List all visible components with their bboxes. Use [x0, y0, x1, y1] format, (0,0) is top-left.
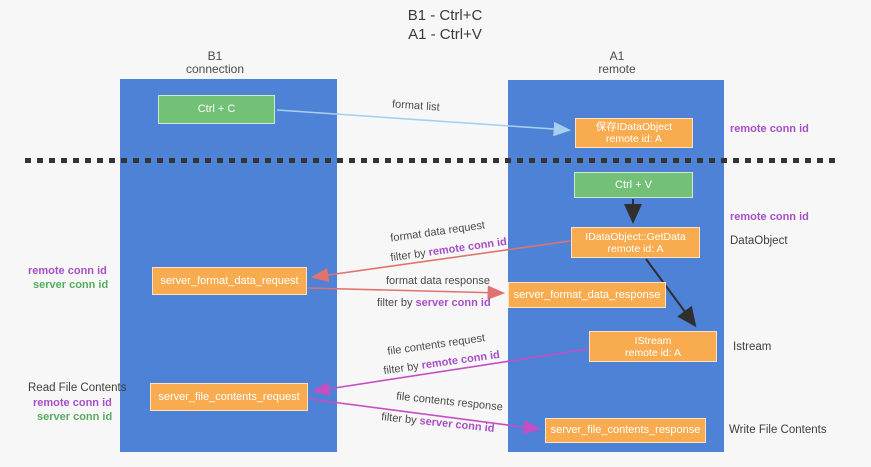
server-format-data-response-label: server_format_data_response	[513, 288, 661, 301]
istream-line2: remote id: A	[624, 346, 682, 359]
diagram-title-line2: A1 - Ctrl+V	[408, 26, 482, 43]
istream-box: IStream remote id: A	[589, 331, 717, 362]
diagram-title-line1: B1 - Ctrl+C	[407, 7, 483, 24]
format-list-label: format list	[391, 98, 441, 114]
idataobject-getdata-box: IDataObject::GetData remote id: A	[571, 227, 700, 258]
remote-conn-id-text: remote conn id	[427, 235, 508, 259]
right-lifeline-role: remote	[598, 62, 636, 76]
filter-by-text: filter by	[389, 247, 427, 265]
filter-by-text: filter by	[380, 411, 418, 427]
ctrl-c-box: Ctrl + C	[158, 95, 275, 124]
left-server-conn-id-mid: server conn id	[33, 279, 109, 291]
right-lifeline-header: A1 remote	[547, 50, 687, 76]
clipboard-boundary-dashed-line	[25, 158, 835, 163]
right-lifeline-name: A1	[609, 49, 625, 63]
save-idataobject-line2: remote id: A	[605, 133, 663, 145]
diagram-title: B1 - Ctrl+C A1 - Ctrl+V	[335, 6, 555, 44]
server-conn-id-text: server conn id	[415, 297, 491, 309]
ctrl-c-label: Ctrl + C	[197, 103, 236, 115]
server-file-contents-request-box: server_file_contents_request	[150, 383, 308, 411]
save-idataobject-line1: 保存IDataObject	[595, 121, 673, 133]
server-format-data-response-box: server_format_data_response	[508, 282, 666, 308]
left-lifeline-name: B1	[207, 49, 223, 63]
remote-conn-id-text: remote conn id	[420, 348, 501, 372]
write-file-contents-label: Write File Contents	[729, 424, 827, 436]
ctrl-v-label: Ctrl + V	[615, 178, 652, 191]
right-remote-conn-id-mid: remote conn id	[730, 211, 809, 223]
filter-by-text: filter by	[377, 297, 413, 309]
left-lifeline-header: B1 connection	[145, 50, 285, 76]
server-file-contents-response-label: server_file_contents_response	[550, 424, 701, 436]
server-file-contents-request-label: server_file_contents_request	[158, 390, 300, 403]
ctrl-v-box: Ctrl + V	[574, 172, 693, 198]
format-data-response-arrow	[307, 285, 506, 300]
getdata-line1: IDataObject::GetData	[585, 230, 686, 243]
filter-by-text: filter by	[382, 360, 420, 378]
save-idataobject-box: 保存IDataObject remote id: A	[575, 118, 693, 148]
right-remote-conn-id-top: remote conn id	[730, 123, 809, 135]
file-contents-response-label: file contents response	[395, 390, 504, 414]
server-format-data-request-label: server_format_data_request	[160, 274, 299, 287]
dataobject-label: DataObject	[730, 235, 788, 247]
left-remote-conn-id-mid: remote conn id	[28, 265, 107, 277]
read-file-contents-label: Read File Contents	[28, 382, 127, 394]
format-data-response-label: format data response	[386, 275, 490, 287]
server-format-data-request-box: server_format_data_request	[152, 267, 307, 295]
istream-side-label: Istream	[733, 341, 772, 353]
left-server-conn-id-bottom: server conn id	[37, 411, 113, 423]
server-conn-id-text: server conn id	[418, 415, 495, 435]
left-remote-conn-id-bottom: remote conn id	[33, 397, 112, 409]
server-file-contents-response-box: server_file_contents_response	[545, 418, 706, 443]
getdata-line2: remote id: A	[607, 242, 664, 255]
left-lifeline-role: connection	[185, 62, 245, 76]
istream-line1: IStream	[634, 334, 672, 347]
